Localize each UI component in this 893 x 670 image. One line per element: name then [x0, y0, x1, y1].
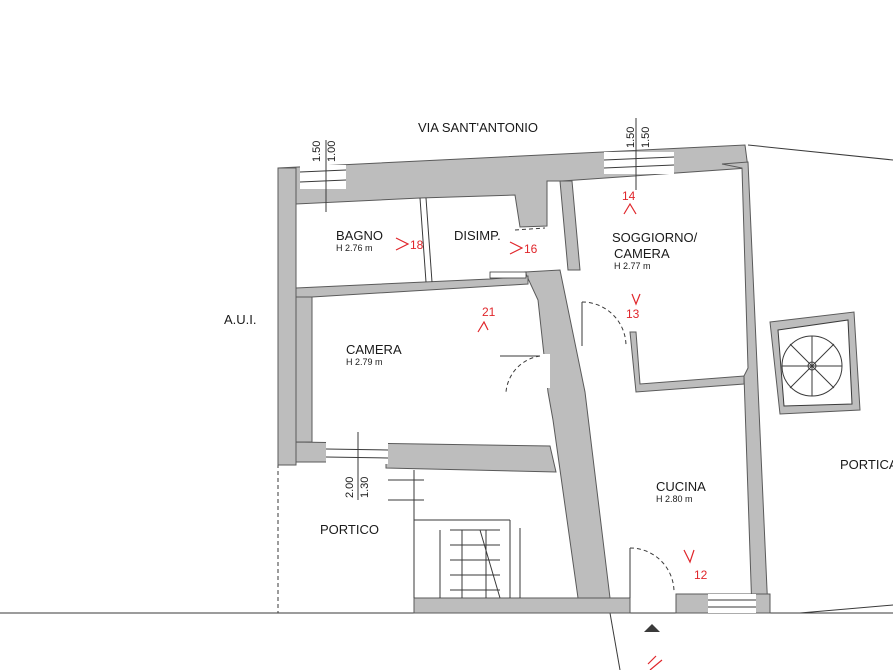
window-soggiorno: [604, 152, 674, 174]
neighbor-boundary-bottom: [799, 604, 893, 614]
dim-soggiorno-window-b: 1.50: [640, 127, 652, 148]
wall-right: [721, 161, 769, 613]
view-marker-16: 16: [524, 242, 538, 256]
dim-camera-window-b: 1.30: [359, 477, 371, 498]
view-marker-16-icon: [509, 241, 524, 255]
wall-bagno-camera: [295, 275, 529, 298]
view-marker-14-icon: [623, 202, 637, 215]
room-camera-height: H 2.79 m: [346, 357, 383, 367]
wall-top: [277, 144, 749, 228]
dimension-lines: [325, 118, 637, 500]
neighbor-label: A.U.I.: [224, 312, 257, 327]
room-portico-left-name: PORTICO: [320, 522, 379, 537]
staircase: [388, 470, 521, 599]
windows: [299, 152, 756, 613]
dim-bagno-window-a: 1.50: [311, 141, 323, 162]
room-portico-right-name: PORTICA: [840, 457, 893, 472]
dim-bagno-window-b: 1.00: [326, 141, 338, 162]
spiral-staircase: [769, 311, 861, 415]
view-marker-13-icon: [631, 293, 641, 306]
view-marker-21-icon: [477, 320, 489, 333]
view-marker-14: 14: [622, 189, 636, 203]
entrance-marker-icon: [647, 655, 663, 670]
partition-bagno-disimp: [419, 197, 427, 283]
room-bagno-name: BAGNO: [336, 228, 383, 243]
room-bagno-height: H 2.76 m: [336, 243, 373, 253]
view-markers: 14 18 16 21 13 12: [395, 189, 708, 582]
room-soggiorno-height: H 2.77 m: [614, 261, 651, 271]
window-bagno: [300, 165, 346, 189]
wall-bottom-center: [413, 597, 631, 614]
wall-left: [277, 167, 297, 466]
room-disimp-name: DISIMP.: [454, 228, 501, 243]
door-cucina-swing: [629, 547, 675, 593]
doors: [489, 227, 675, 598]
room-soggiorno-name-line1: SOGGIORNO/: [612, 230, 698, 245]
door-soggiorno-swing: [581, 301, 627, 347]
window-cucina: [708, 594, 756, 613]
room-soggiorno-name-line2: CAMERA: [614, 246, 670, 261]
entrance-arrow-icon: [644, 624, 660, 632]
partition-bagno-disimp-2: [425, 197, 433, 283]
room-cucina-name: CUCINA: [656, 479, 706, 494]
wall-soggiorno-left: [559, 180, 581, 271]
view-marker-18-icon: [395, 237, 410, 251]
dim-soggiorno-window-a: 1.50: [625, 127, 637, 148]
view-marker-13: 13: [626, 307, 640, 321]
view-marker-18: 18: [410, 238, 424, 252]
neighbor-boundary-top: [747, 144, 893, 161]
wall-central-spine: [524, 269, 611, 599]
view-marker-21: 21: [482, 305, 496, 319]
window-camera: [326, 442, 388, 464]
room-cucina-height: H 2.80 m: [656, 494, 693, 504]
view-marker-12: 12: [694, 568, 708, 582]
entry-path-line: [609, 612, 621, 670]
wall-camera-left: [295, 296, 313, 443]
view-marker-12-icon: [683, 549, 695, 564]
room-camera-name: CAMERA: [346, 342, 402, 357]
street-label: VIA SANT'ANTONIO: [418, 120, 538, 135]
dim-camera-window-a: 2.00: [344, 477, 356, 498]
wall-soggiorno-bottom: [629, 331, 745, 393]
